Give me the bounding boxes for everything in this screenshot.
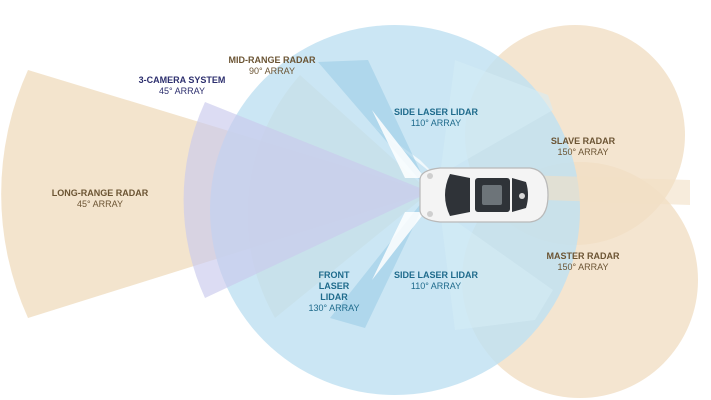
- slave-radar-title: SLAVE RADAR: [550, 136, 616, 146]
- mid-range-radar-label: MID-RANGE RADAR 90° ARRAY: [229, 55, 316, 77]
- long-range-radar-sub: 45° ARRAY: [77, 199, 123, 209]
- side-lidar-bottom-wedge: [440, 210, 553, 330]
- side-lidar-bottom-sub: 110° ARRAY: [410, 281, 462, 291]
- rear-gap-top: [520, 175, 690, 205]
- side-lidar-top-label: SIDE LASER LIDAR 110° ARRAY: [394, 107, 478, 129]
- master-radar-sub: 150° ARRAY: [557, 262, 609, 272]
- master-radar-label: MASTER RADAR 150° ARRAY: [547, 251, 620, 273]
- camera-system-sub: 45° ARRAY: [159, 86, 205, 96]
- front-lidar-label: FRONT LASER LIDAR 130° ARRAY: [309, 270, 360, 314]
- front-lidar-title-3: LIDAR: [320, 292, 348, 302]
- mid-range-radar-title: MID-RANGE RADAR: [228, 55, 316, 65]
- camera-system-title: 3-CAMERA SYSTEM: [138, 75, 226, 85]
- long-range-radar-label: LONG-RANGE RADAR 45° ARRAY: [52, 188, 149, 210]
- mid-range-radar-sub: 90° ARRAY: [249, 66, 295, 76]
- camera-system-zone: [183, 102, 430, 298]
- front-lidar-title-1: FRONT: [318, 270, 350, 280]
- side-lidar-top-sub: 110° ARRAY: [410, 118, 462, 128]
- side-lidar-bottom-title: SIDE LASER LIDAR: [393, 270, 479, 280]
- side-lidar-top-wedge: [440, 60, 553, 175]
- slave-radar-sub: 150° ARRAY: [557, 147, 609, 157]
- car-top-view: [419, 167, 549, 223]
- front-lidar-title-2: LASER: [318, 281, 350, 291]
- camera-system-label: 3-CAMERA SYSTEM 45° ARRAY: [139, 75, 226, 97]
- slave-radar-label: SLAVE RADAR 150° ARRAY: [551, 136, 615, 158]
- long-range-radar-title: LONG-RANGE RADAR: [51, 188, 149, 198]
- front-gap-bottom: [372, 212, 425, 280]
- master-radar-title: MASTER RADAR: [546, 251, 620, 261]
- front-gap-top: [372, 110, 425, 178]
- side-lidar-bottom-label: SIDE LASER LIDAR 110° ARRAY: [394, 270, 478, 292]
- front-lidar-sub: 130° ARRAY: [308, 303, 360, 313]
- side-lidar-top-title: SIDE LASER LIDAR: [393, 107, 479, 117]
